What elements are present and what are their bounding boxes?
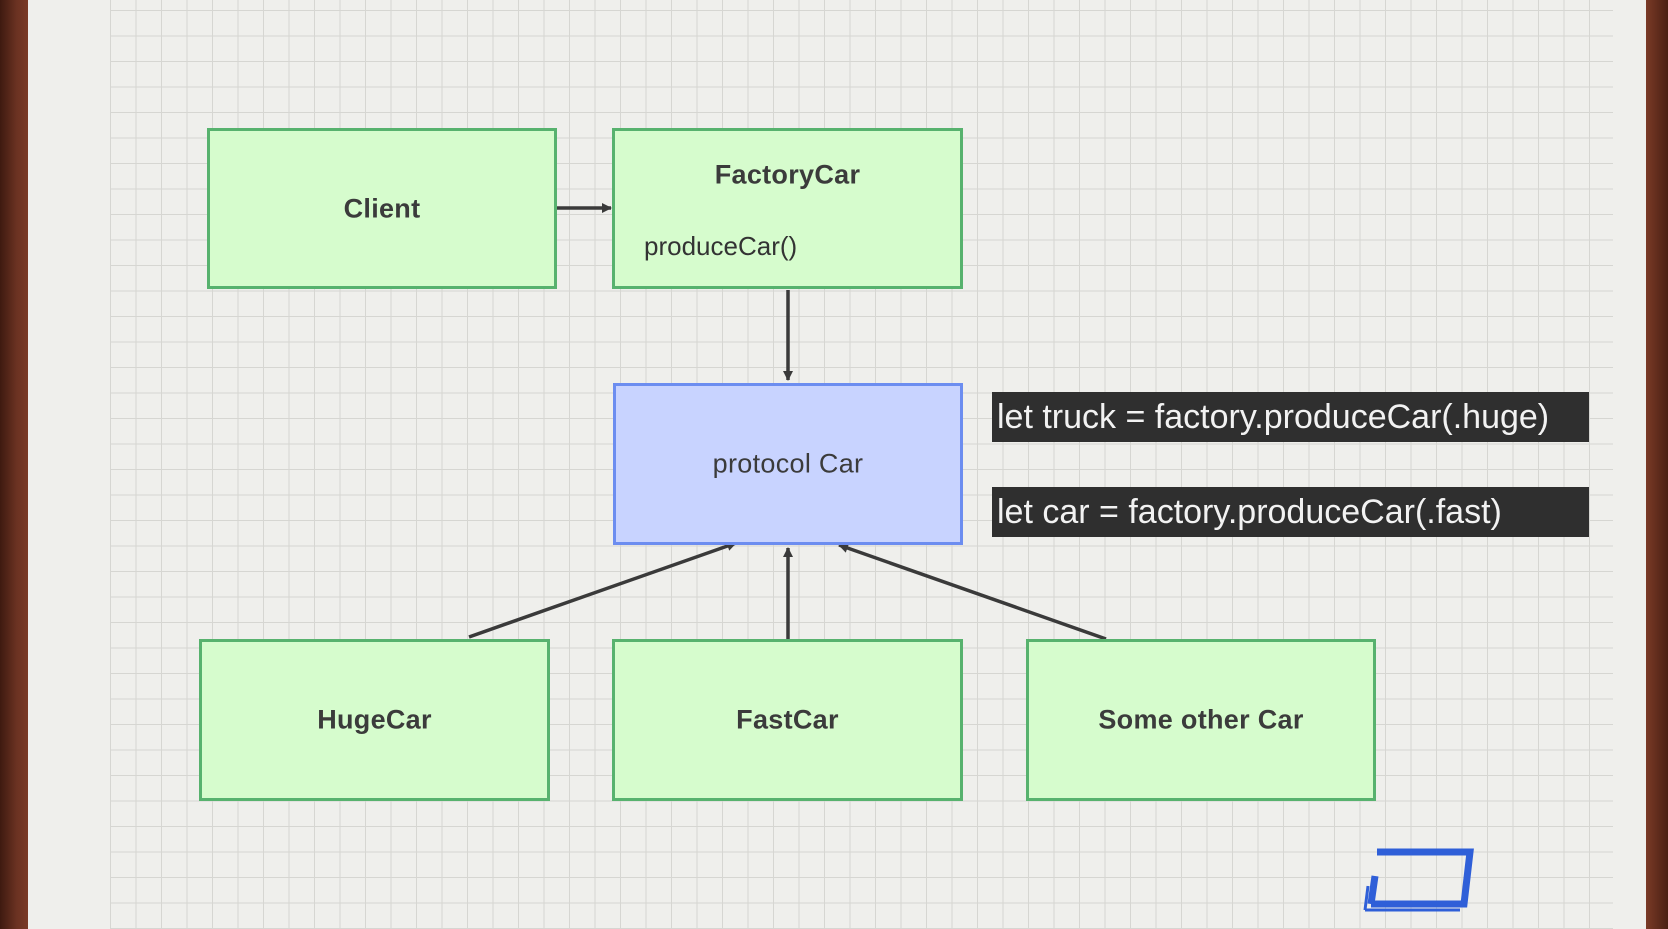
client-box: Client	[207, 128, 557, 289]
code-line-truck: let truck = factory.produceCar(.huge)	[992, 392, 1589, 442]
client-label: Client	[343, 193, 421, 223]
code-line-car: let car = factory.produceCar(.fast)	[992, 487, 1589, 537]
some-other-car-label: Some other Car	[1098, 704, 1304, 735]
frame-right-border	[1646, 0, 1668, 929]
factory-car-box: FactoryCar produceCar()	[612, 128, 963, 289]
arrow-othercar-to-protocol	[838, 543, 1107, 641]
protocol-car-box: protocol Car	[613, 383, 963, 545]
protocol-car-label: protocol Car	[712, 448, 864, 479]
factory-car-label: FactoryCar	[714, 159, 861, 190]
brand-logo-icon	[1363, 848, 1474, 912]
arrow-hugecar-to-protocol	[468, 541, 737, 639]
frame-left-border	[0, 0, 28, 929]
produce-car-method: produceCar()	[644, 231, 798, 261]
some-other-car-box: Some other Car	[1026, 639, 1376, 801]
fast-car-label: FastCar	[736, 704, 839, 735]
fast-car-box: FastCar	[612, 639, 963, 801]
huge-car-box: HugeCar	[199, 639, 550, 801]
huge-car-label: HugeCar	[317, 704, 432, 735]
